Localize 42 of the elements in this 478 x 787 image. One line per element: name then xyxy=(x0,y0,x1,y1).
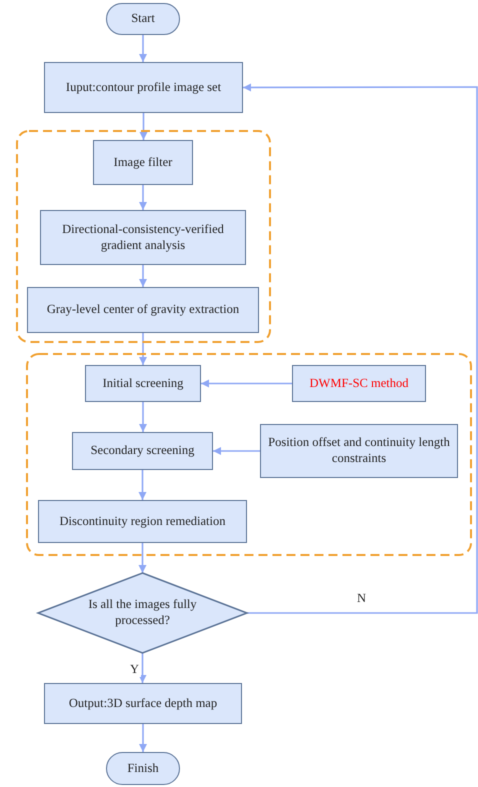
arrow xyxy=(139,265,147,287)
arrow xyxy=(139,185,147,210)
terminal-pill xyxy=(106,3,180,35)
arrow xyxy=(139,35,147,62)
process-box xyxy=(260,424,458,478)
process-box xyxy=(44,683,242,724)
node-text: Gray-level center of gravity extraction xyxy=(46,302,240,318)
node-text: Position offset and continuity length constraints xyxy=(267,435,451,467)
node-text: Output:3D surface depth map xyxy=(68,696,218,712)
node-text: Discontinuity region remediation xyxy=(58,514,226,530)
dashed-group-box xyxy=(26,353,472,556)
arrow xyxy=(140,113,148,140)
dashed-group-box xyxy=(16,130,271,343)
node-text: DWMF-SC method xyxy=(308,376,410,392)
arrow xyxy=(139,724,147,752)
process-box xyxy=(38,500,247,543)
arrow xyxy=(243,83,478,614)
terminal-pill xyxy=(106,752,180,785)
node-text: Iuput:contour profile image set xyxy=(64,80,222,96)
arrow xyxy=(213,447,260,455)
node-text: Start xyxy=(130,11,156,27)
node-text: Initial screening xyxy=(102,376,184,392)
process-box xyxy=(85,365,201,402)
decision-diamond xyxy=(38,573,247,653)
arrow xyxy=(139,333,147,365)
node-text: Image filter xyxy=(112,154,174,170)
arrow xyxy=(138,470,146,500)
edge-label: Y xyxy=(128,663,142,677)
node-text: Is all the images fully processed? xyxy=(87,597,198,629)
arrow xyxy=(138,543,146,573)
arrow xyxy=(138,653,146,683)
process-box xyxy=(93,140,193,185)
process-box xyxy=(27,287,259,333)
node-text: Secondary screening xyxy=(90,443,196,459)
process-box xyxy=(72,432,213,470)
arrow xyxy=(201,380,292,388)
node-text: Directional-consistency-verified gradient analysis xyxy=(61,222,225,254)
process-box xyxy=(292,365,426,402)
arrow xyxy=(139,402,147,432)
node-text: Finish xyxy=(126,760,160,776)
process-box xyxy=(40,210,246,265)
process-box xyxy=(44,62,243,113)
